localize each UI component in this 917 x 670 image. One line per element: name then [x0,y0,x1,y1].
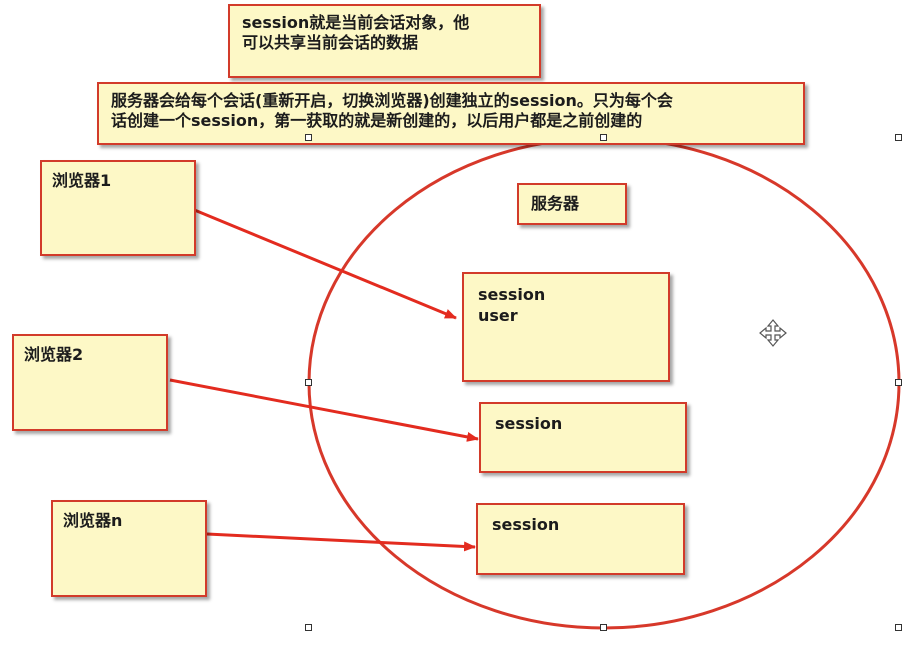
server-label-box[interactable]: 服务器 [517,183,627,225]
selection-handle[interactable] [895,379,902,386]
session-box-3[interactable]: session [476,503,685,575]
browser-box-n[interactable]: 浏览器n [51,500,207,597]
arrow-browser1-session1 [191,207,457,320]
selection-handle[interactable] [600,134,607,141]
session-note[interactable]: session就是当前会话对象，他 可以共享当前会话的数据 [228,4,541,78]
server-note[interactable]: 服务器会给每个会话(重新开启，切换浏览器)创建独立的session。只为每个会 … [97,82,805,145]
arrow-browsern-session3 [206,532,476,552]
move-cursor-icon [759,319,787,347]
selection-handle[interactable] [895,134,902,141]
session-box-2[interactable]: session [479,402,687,473]
selection-handle[interactable] [305,134,312,141]
browser-box-2[interactable]: 浏览器2 [12,334,168,431]
browser-box-1[interactable]: 浏览器1 [40,160,196,256]
selection-handle[interactable] [600,624,607,631]
selection-handle[interactable] [305,379,312,386]
session-box-user[interactable]: session user [462,272,670,382]
selection-handle[interactable] [895,624,902,631]
arrow-browser2-session2 [169,378,479,442]
selection-handle[interactable] [305,624,312,631]
